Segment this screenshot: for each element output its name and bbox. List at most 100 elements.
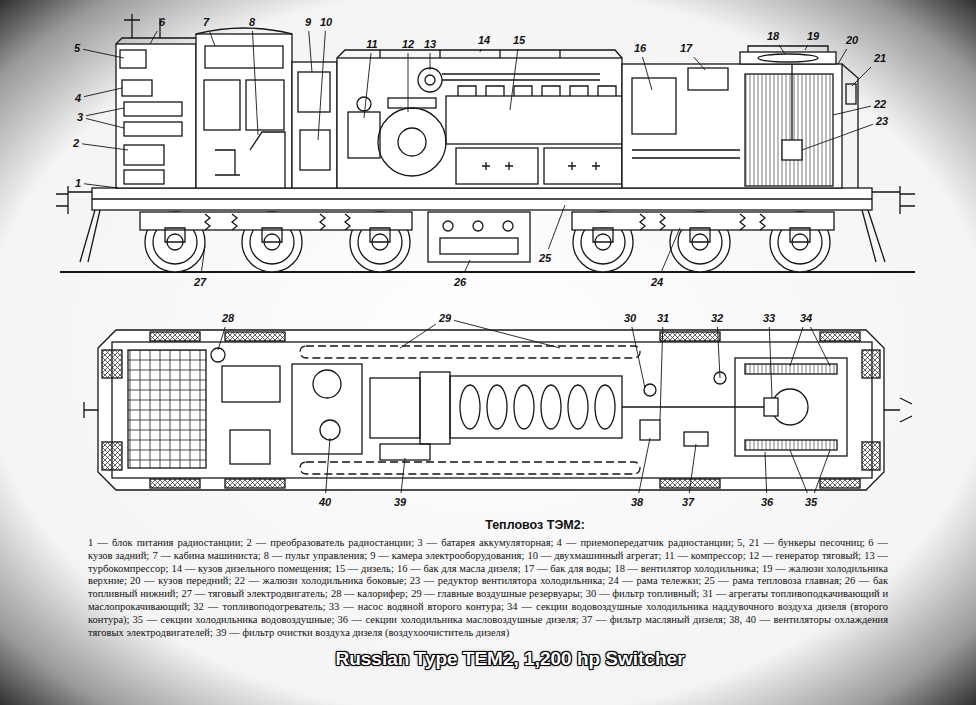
callout-number: 29	[439, 312, 451, 324]
leader-line	[83, 49, 124, 58]
callout-number: 13	[424, 38, 436, 50]
side-view-part	[124, 102, 182, 116]
key-entry: 32 — топливоподогреватель;	[193, 601, 325, 612]
callout-number: 40	[319, 496, 331, 508]
key-entry: 14 — кузов дизельного помещения;	[171, 563, 331, 574]
leader-line	[833, 106, 871, 115]
leader-line	[318, 31, 325, 140]
callout-number: 21	[874, 52, 886, 64]
key-entry: 9 — камера электрооборудования;	[370, 550, 524, 561]
side-view-part	[348, 112, 380, 158]
key-entry: 18 — вентилятор холодильника;	[614, 563, 758, 574]
side-view-part	[122, 80, 152, 96]
plan-view-part	[84, 398, 912, 422]
leader-line	[510, 49, 518, 110]
plan-view-part	[514, 385, 534, 429]
key-entry: 12 — генератор тяговый;	[749, 550, 861, 561]
leader-line	[408, 53, 409, 112]
key-entry: 36 — секции холодильника масловоздушные …	[338, 614, 579, 625]
plan-view-part	[764, 398, 778, 416]
side-view-part	[425, 75, 435, 85]
callout-number: 8	[249, 16, 255, 28]
plan-view-part	[320, 420, 340, 440]
key-entry: 2 — преобразователь радиостанции;	[246, 537, 414, 548]
leader-line	[660, 327, 663, 420]
key-entry: 8 — пульт управления;	[264, 550, 367, 561]
leader-line	[838, 49, 847, 64]
callout-number: 2	[73, 137, 79, 149]
plan-view-part	[644, 384, 656, 396]
callout-number: 37	[682, 496, 694, 508]
leader-line	[661, 228, 680, 273]
key-entry: 39 — фильтр очистки воздуха дизеля (возд…	[216, 627, 509, 638]
side-view-part	[124, 170, 164, 184]
callout-number: 35	[805, 496, 817, 508]
side-view-part	[56, 186, 915, 214]
plan-view-part	[820, 332, 860, 341]
plan-view-part	[595, 385, 615, 429]
key-entry: 37 — фильтр масляный дизеля;	[582, 614, 726, 625]
leader-line	[218, 327, 225, 350]
side-view-part	[120, 50, 146, 68]
plan-view-part	[98, 330, 884, 490]
callout-number: 15	[513, 34, 525, 46]
plan-view-part	[820, 479, 860, 488]
callout-number: 3	[77, 111, 83, 123]
key-entry: 29 — главные воздушные резервуары;	[411, 588, 583, 599]
leader-line	[150, 31, 157, 44]
side-view-part	[428, 212, 530, 262]
side-view-part	[456, 148, 538, 184]
side-view-part	[357, 97, 371, 111]
side-view-part	[482, 162, 600, 170]
callout-number: 24	[651, 276, 663, 288]
side-view-part	[740, 52, 836, 64]
side-view-part	[92, 188, 872, 210]
side-view-part	[443, 221, 453, 231]
leader-line	[464, 260, 470, 273]
plan-view-part	[102, 442, 122, 470]
plan-view-part	[460, 385, 480, 429]
plan-view-part	[745, 364, 837, 374]
plan-view-part	[568, 385, 588, 429]
callout-number: 32	[711, 312, 723, 324]
side-view-part	[846, 84, 856, 104]
plan-view-part	[225, 479, 285, 488]
leader-line	[309, 31, 312, 72]
side-view-part	[298, 72, 330, 112]
leader-line	[639, 438, 650, 493]
leader-line	[779, 45, 785, 54]
side-view-part	[116, 38, 196, 44]
plan-view-part	[640, 420, 660, 440]
key-entry: 5, 21 — бункеры песочниц;	[737, 537, 865, 548]
leader-line	[209, 31, 215, 46]
key-entry: 25 — рама тепловоза главная;	[704, 575, 841, 586]
leader-line	[814, 450, 830, 493]
leader-line	[790, 450, 807, 493]
side-view-part	[337, 50, 622, 58]
leader-line	[364, 53, 371, 118]
plan-view-part	[745, 440, 837, 450]
plan-view-part	[222, 366, 280, 402]
key-entry: 30 — фильтр топливный;	[586, 588, 699, 599]
plan-view-part	[684, 432, 708, 446]
side-view-part	[196, 34, 292, 188]
key-entry: 33 — насос водяной второго контура;	[329, 601, 504, 612]
side-view-part	[378, 108, 446, 176]
callout-number: 19	[807, 30, 819, 42]
leader-line	[252, 31, 258, 135]
key-entry: 1 — блок питания радиостанции;	[88, 537, 243, 548]
leader-line	[852, 67, 871, 86]
callout-number: 5	[74, 42, 80, 54]
side-view-part	[782, 140, 802, 160]
side-view-part	[745, 74, 833, 186]
side-view-part	[204, 80, 240, 130]
callout-number: 30	[624, 312, 636, 324]
leader-line	[769, 327, 772, 398]
leader-line	[86, 119, 124, 128]
side-view-part	[572, 212, 834, 230]
callout-number: 6	[159, 16, 165, 28]
callout-number: 31	[657, 312, 669, 324]
key-entry: 20 — кузов передний;	[130, 575, 231, 586]
plan-view-part	[225, 332, 285, 341]
